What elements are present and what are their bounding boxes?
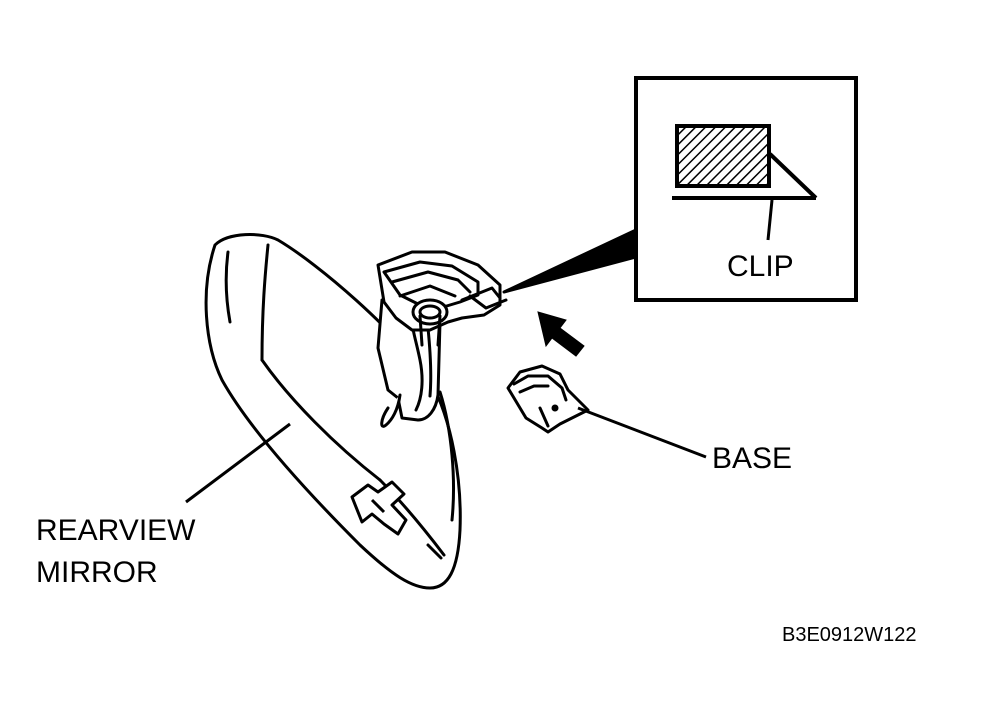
detail-inset-box: [634, 76, 858, 302]
mirror-label: MIRROR: [36, 556, 158, 589]
up-right-arrow-icon: [537, 311, 585, 357]
rearview-label: REARVIEW: [36, 514, 196, 547]
clip-cross-section: [675, 124, 771, 188]
detail-callout-pointer: [502, 228, 638, 294]
mirror-leader-line: [185, 422, 291, 504]
base-label: BASE: [712, 442, 793, 475]
figure-code: B3E0912W122: [782, 624, 917, 646]
clip-leader-line: [766, 199, 774, 241]
mirror-slot-detail: [350, 480, 408, 536]
base-leader-line: [577, 406, 707, 459]
base-part: [506, 364, 590, 434]
clip-label: CLIP: [727, 250, 794, 283]
mount-head: [376, 250, 508, 347]
